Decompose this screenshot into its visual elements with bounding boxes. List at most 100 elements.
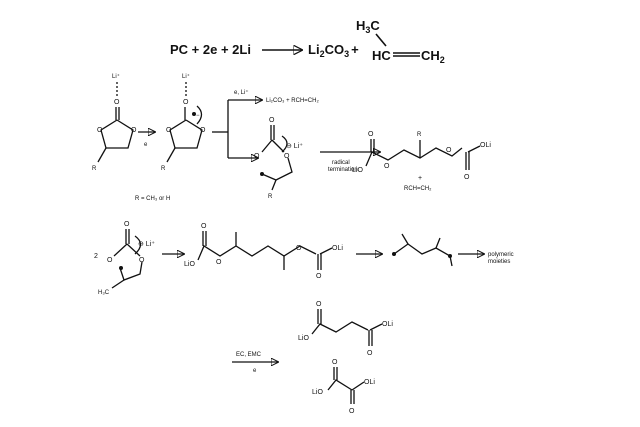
polymeric-label: polymeric [488, 252, 514, 258]
moieties-label: moieties [488, 259, 510, 265]
propylene-hc: HC [372, 48, 391, 63]
oli-bond-9 [351, 381, 365, 391]
dicarbonate-product: O LiO O R O O OLi [352, 131, 491, 181]
ring-opened-radical: O ⊖ Li⁺ O O R [254, 117, 303, 200]
li-plus-1: Li⁺ [112, 73, 120, 80]
propylene-ch2: CH2 [421, 48, 445, 65]
methyl-7a [401, 233, 409, 245]
dimer-dicarbonate: O LiO O O O OLi [184, 223, 343, 280]
pc-radical-anion: Li⁺ O − O O R [161, 73, 206, 172]
r-label-4: R [417, 132, 422, 138]
ring-o-3a: O [254, 153, 260, 160]
carbonyl-o-4b: O [464, 174, 470, 181]
rch-ch2-4: RCH=CH₂ [404, 186, 432, 192]
e-label-1: e [144, 142, 148, 148]
r-bond-3 [271, 179, 277, 191]
e-li-label: e, Li⁺ [234, 89, 249, 96]
methyl-7c [449, 255, 453, 267]
succinate-product: O LiO O OLi [298, 301, 393, 357]
chain-5 [119, 261, 143, 281]
li-plus-2: Li⁺ [182, 73, 190, 80]
anion-sign-2: − [196, 113, 200, 119]
lio-8: LiO [298, 335, 309, 342]
minus-li-5: ⊖ Li⁺ [138, 241, 155, 248]
lio-4: LiO [352, 167, 363, 174]
carbonyl-o-9b: O [349, 408, 355, 415]
radical-dot-2 [192, 112, 196, 116]
backbone-4 [365, 147, 463, 167]
r-bond-1 [97, 147, 107, 163]
branch-arrows: e, Li⁺ [212, 89, 262, 158]
carbonyl-o-6a: O [201, 223, 207, 230]
backbone-8 [311, 321, 369, 335]
carbonyl-o-1: O [114, 99, 120, 106]
oli-9: OLi [364, 379, 375, 386]
lio-6: LiO [184, 261, 195, 268]
r-label-1: R [92, 166, 97, 172]
ec-emc-label: EC, EMC [236, 352, 262, 358]
oli-4: OLi [480, 142, 491, 149]
r-definition: R = CH₃ or H [135, 196, 170, 202]
carbonyl-o-6b: O [316, 273, 322, 280]
minus-li-3: ⊖ Li⁺ [286, 143, 303, 150]
chain-7 [393, 243, 451, 257]
c-o-bond-3 [261, 139, 273, 153]
li2co3-product: Li₂CO₃ + RCH=CH₂ [266, 98, 319, 104]
propylene-ch3: H3C [356, 18, 380, 35]
anion-bracket-2 [196, 105, 203, 125]
carbonyl-o-9a: O [332, 359, 338, 366]
ring-o-1b: O [131, 127, 137, 134]
ring-o-5a: O [107, 257, 113, 264]
carbonyl-o-3: O [269, 117, 275, 124]
polymer-radical [392, 233, 453, 267]
carbonyl-o-2: O [183, 99, 189, 106]
oli-8: OLi [382, 321, 393, 328]
c-o-5a [113, 243, 128, 257]
pc-ring-1 [100, 119, 134, 149]
lio-9: LiO [312, 389, 323, 396]
carbonyl-o-5: O [124, 221, 130, 228]
ester-o-4a: O [384, 163, 390, 170]
carbonyl-o-8a: O [316, 301, 322, 308]
chain-3 [261, 157, 293, 181]
ester-o-6b: O [296, 245, 302, 252]
propylene-bond-1 [375, 33, 387, 47]
oxalate-product: O LiO O OLi [312, 359, 375, 415]
c-o-5b [126, 243, 141, 257]
oli-bond-6 [319, 247, 333, 255]
ring-o-1a: O [97, 127, 103, 134]
radical-label: radical [332, 160, 350, 166]
h3c-label-5: H₃C [98, 290, 110, 296]
ring-o-2b: O [200, 127, 206, 134]
oli-bond-4 [467, 145, 481, 153]
pc-ring-2 [169, 119, 203, 149]
anion-bracket-3 [281, 135, 288, 153]
methyl-7b [435, 237, 441, 249]
ring-o-5b: O [139, 257, 145, 264]
radical-dot-5 [119, 266, 123, 270]
coeff-two: 2 [94, 253, 98, 260]
product-li2co3: Li2CO3+ [308, 42, 359, 59]
r-label-3: R [268, 194, 273, 200]
backbone-6 [197, 245, 317, 261]
ester-o-6a: O [216, 259, 222, 266]
c-o-bond-3b [271, 139, 285, 153]
r-bond-2 [166, 147, 176, 163]
r-label-2: R [161, 166, 166, 172]
radical-dot-3 [260, 172, 264, 176]
radical-dimerization-reactant: 2 O ⊖ Li⁺ O O H₃C [94, 221, 155, 296]
ring-o-2a: O [166, 127, 172, 134]
backbone-9 [327, 379, 353, 391]
main-reaction: PC + 2e + 2Li Li2CO3+ H3C HC CH2 [170, 18, 445, 65]
pc-li-complex: Li⁺ O O O R [92, 73, 137, 172]
carbonyl-o-4a: O [368, 131, 374, 138]
ch3-bond-5 [111, 279, 125, 289]
ring-o-3b: O [284, 153, 290, 160]
e-label-4: e [253, 368, 257, 374]
ester-o-4b: O [446, 147, 452, 154]
oli-bond-8 [369, 323, 383, 331]
main-reactants: PC + 2e + 2Li [170, 42, 251, 57]
oli-6: OLi [332, 245, 343, 252]
termination-label: termination [328, 167, 358, 173]
